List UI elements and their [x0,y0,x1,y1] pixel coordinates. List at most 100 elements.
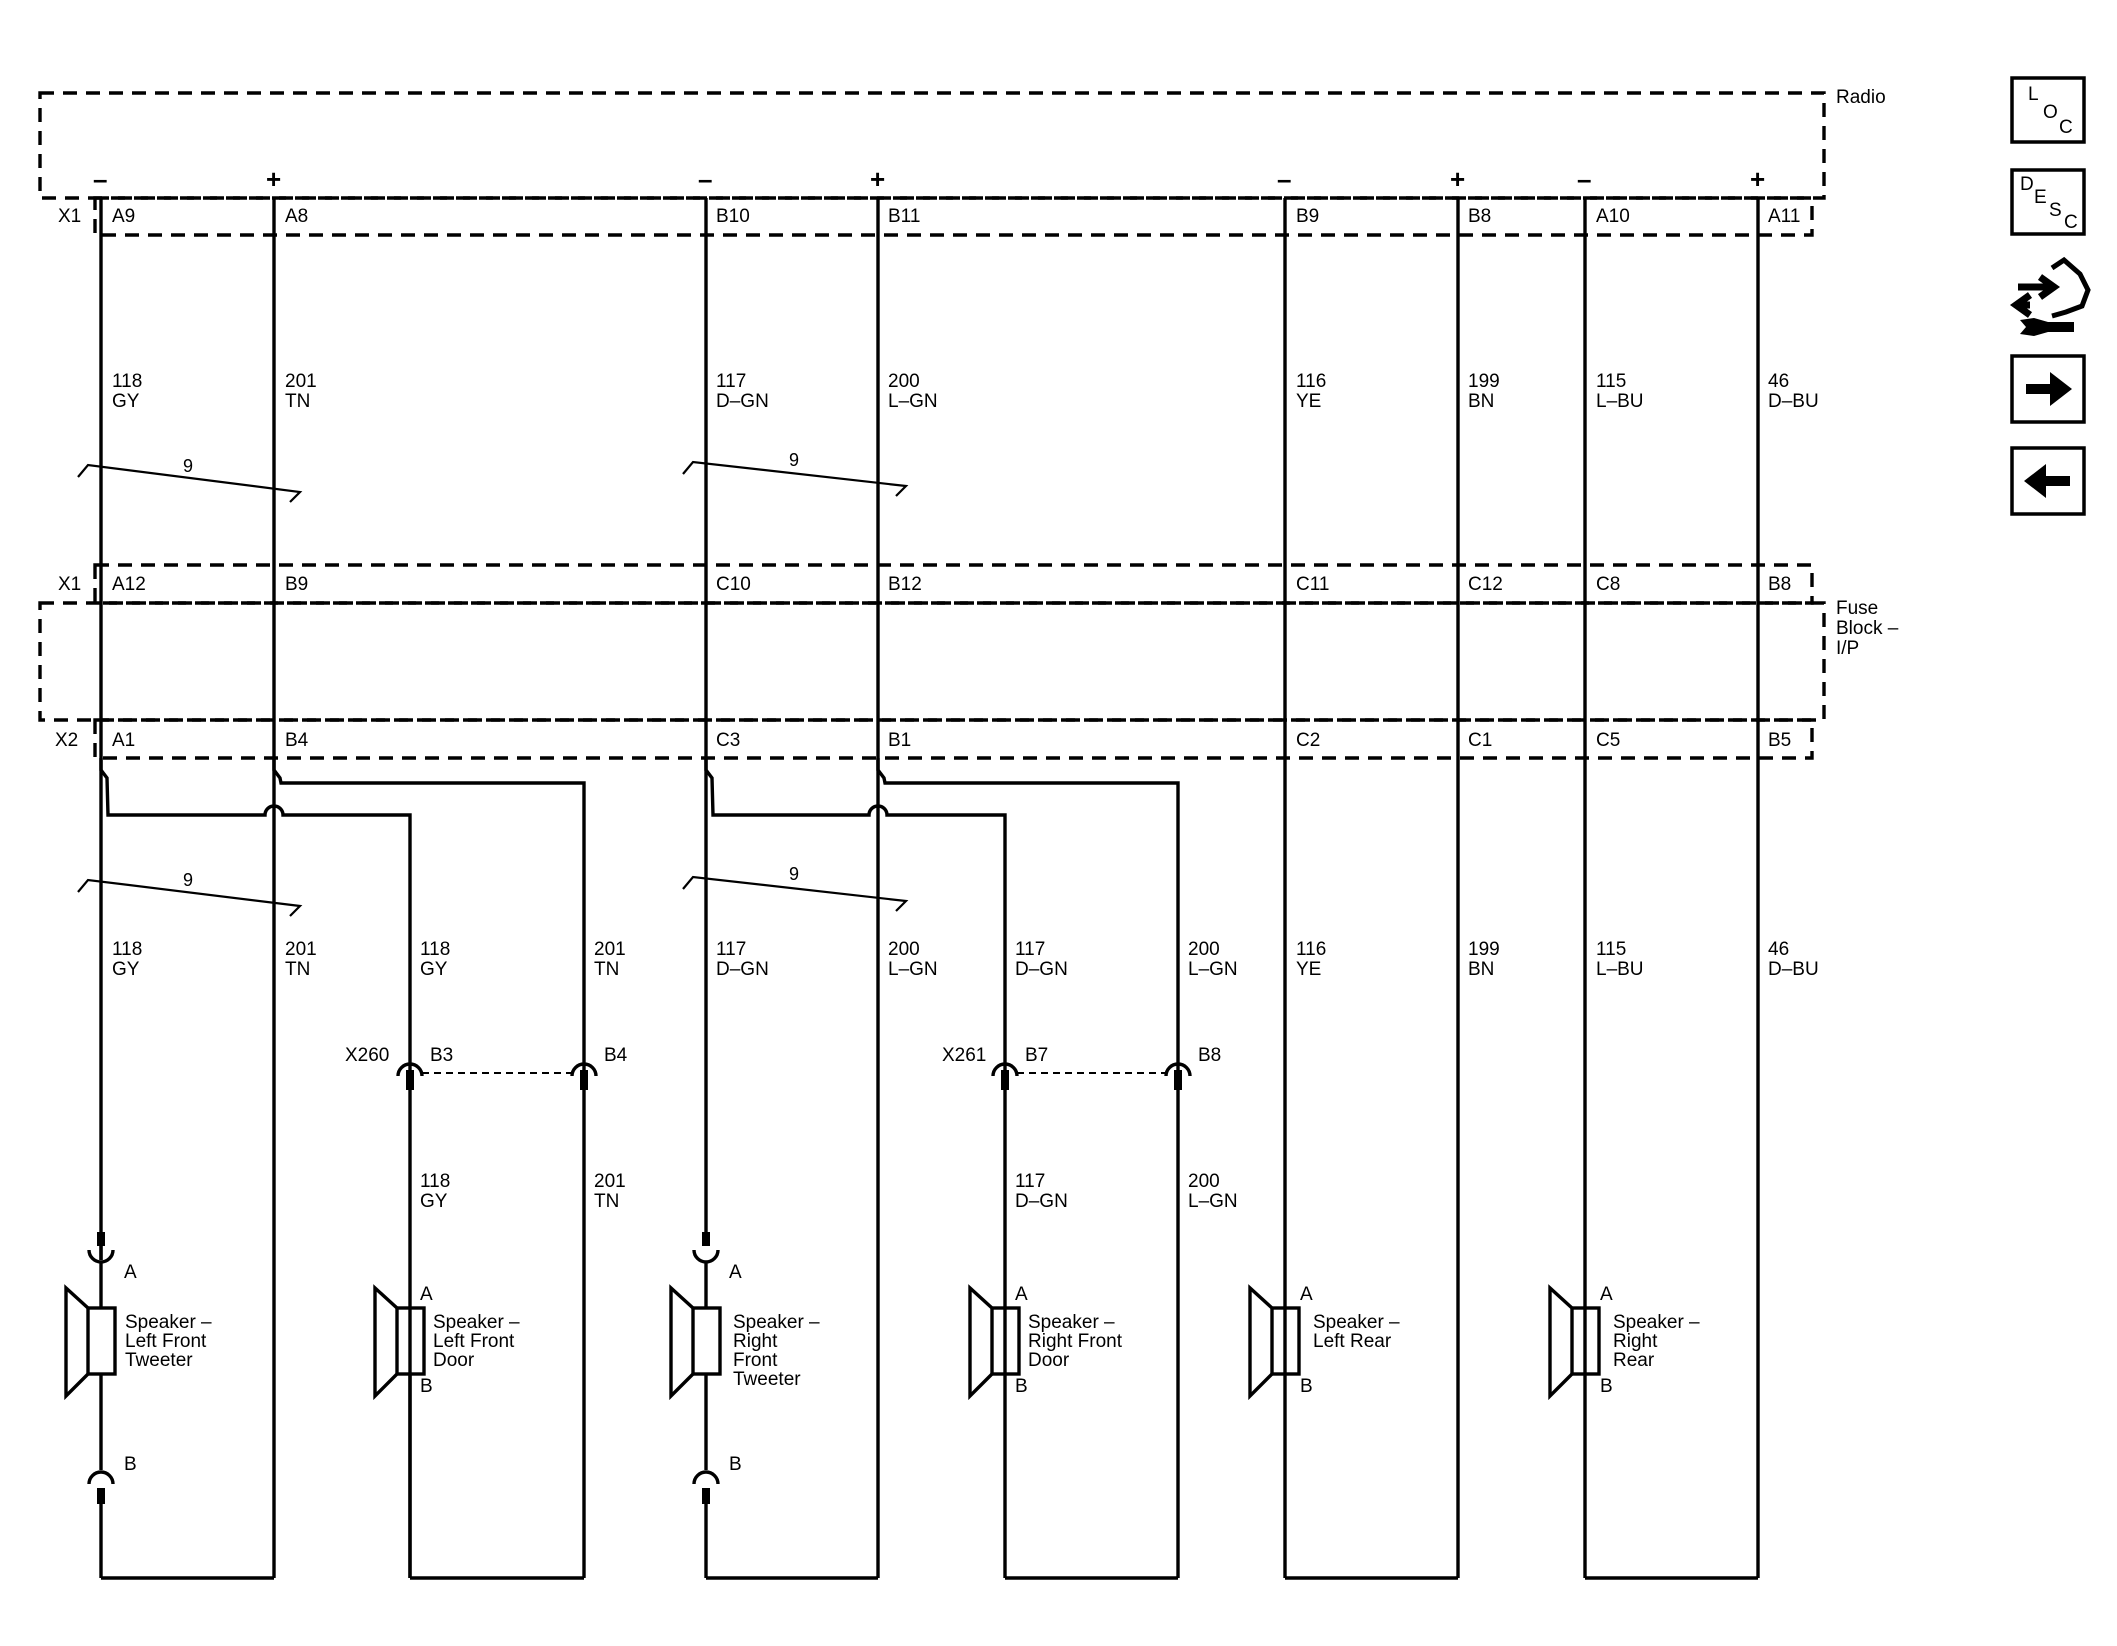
wire-color: YE [1296,959,1321,980]
fuse-x2-pin-label: C3 [716,730,740,751]
desc-button[interactable]: D E S C [2010,168,2086,236]
speaker-name-line: Left Front [433,1331,515,1352]
twist-count-label: 9 [789,864,799,884]
wire-color: GY [112,391,140,412]
loc-letter: L [2028,84,2039,105]
twist-count-label: 9 [183,456,193,476]
speaker-terminal-a: A [1015,1284,1028,1305]
wire-circuit-number: 116 [1296,371,1326,392]
loc-letter: C [2059,117,2073,138]
speaker-name-line: Right [733,1331,778,1352]
speaker-name-line: Speaker – [733,1312,820,1333]
x260-pin-label: B3 [430,1045,453,1066]
wire-circuit-number: 200 [1188,939,1220,960]
next-button[interactable] [2010,354,2086,424]
wire-circuit-number: 201 [594,1171,626,1192]
connector-terminal-icon [87,1470,115,1485]
wire-color: TN [594,1191,619,1212]
speaker-cone-icon [373,1284,399,1401]
speaker-terminal-b: B [729,1454,742,1475]
fuse-x1-pin-label: C11 [1296,574,1329,595]
wire-circuit-number: 46 [1768,371,1789,392]
polarity-marks: – + – + – + – + [93,164,1765,194]
speaker-terminal-b: B [1300,1376,1313,1397]
speaker-name-line: Tweeter [125,1350,193,1371]
connector-terminal-icon [692,1470,720,1485]
twisted-pair-markers-upper: 9 9 [77,450,909,503]
radio-label: Radio [1836,87,1886,108]
radio-module: Radio X1 [38,87,1886,237]
loc-button[interactable]: L O C [2010,76,2086,144]
speaker-name-line: Door [1028,1350,1070,1371]
fuse-x2-pin-label: A1 [112,730,135,751]
speaker-cone-icon [1548,1284,1574,1401]
wire-color: D–GN [1015,1191,1068,1212]
wire-circuit-number: 201 [285,939,317,960]
radio-pin-labels: A9 A8 B10 B11 B9 B8 A10 A11 [112,206,1800,227]
x260-pin-label: B4 [604,1045,628,1066]
wire-color: GY [420,1191,448,1212]
polarity-mark: – [1577,164,1591,194]
wire-color: D–BU [1768,959,1819,980]
speaker-name-line: Speaker – [1313,1312,1400,1333]
speaker-terminal-a: A [420,1284,433,1305]
desc-letter: S [2049,200,2062,221]
wire-circuit-number: 115 [1596,371,1626,392]
speaker-terminal-b: B [1015,1376,1028,1397]
wire-color: TN [285,959,310,980]
wire-circuit-number: 117 [716,939,746,960]
fuse-x1-pin-labels: A12 B9 C10 B12 C11 C12 C8 B8 [112,574,1791,595]
speaker-icon [691,1306,722,1376]
wire-circuit-number: 46 [1768,939,1789,960]
fuse-x1-pin-label: C12 [1468,574,1503,595]
wire-circuit-number: 201 [285,371,317,392]
speaker-name-line: Speaker – [433,1312,520,1333]
wire-circuit-number: 117 [1015,939,1045,960]
twist-count-label: 9 [183,870,193,890]
radio-pin-label: B11 [888,206,920,227]
loc-letter: O [2043,102,2058,123]
speaker-right-rear: A B Speaker – Right Rear [1548,1284,1700,1401]
fuse-x2-pin-label: B4 [285,730,309,751]
polarity-mark: – [93,164,107,194]
x261-connector-label: X261 [942,1045,986,1066]
connector-pin-icon [97,1232,105,1246]
speaker-cone-icon [64,1284,90,1401]
connector-pin-icon [702,1232,710,1246]
speaker-terminal-a: A [1300,1284,1313,1305]
speaker-name-line: Door [433,1350,475,1371]
speaker-name-line: Speaker – [1613,1312,1700,1333]
wire-circuit-number: 200 [888,371,920,392]
x261-pin-label: B8 [1198,1045,1221,1066]
wire-color: D–GN [1015,959,1068,980]
connector-tool-button[interactable] [2009,256,2091,336]
connector-pin-icon [580,1070,588,1090]
x261-pin-label: B7 [1025,1045,1048,1066]
polarity-mark: – [1277,164,1291,194]
wire-circuit-number: 118 [420,939,450,960]
fuse-x1-pin-label: B9 [285,574,308,595]
connector-pin-icon [1001,1070,1009,1090]
radio-pin-label: A11 [1768,206,1800,227]
wire-color: L–GN [1188,959,1238,980]
speaker-name-line: Left Front [125,1331,207,1352]
twisted-pair-markers-lower: 9 9 [77,864,909,917]
back-button[interactable] [2010,446,2086,516]
radio-pin-label: A8 [285,206,308,227]
wire-color: L–GN [888,391,938,412]
desc-icon [2010,168,2086,236]
wire-circuit-number: 200 [888,939,920,960]
speaker-name-line: Right Front [1028,1331,1123,1352]
radio-pin-label: B9 [1296,206,1319,227]
main-wires [99,198,1760,1578]
wire-circuit-number: 118 [112,939,142,960]
wire-color: BN [1468,959,1494,980]
speaker-return-loops [101,1374,1758,1580]
speaker-left-front-tweeter: A B Speaker – Left Front Tweeter [64,1232,212,1578]
fuse-x1-connector-label: X1 [58,574,81,595]
lower-wire-labels: 118 GY 201 TN 118 GY 201 TN 117 D–GN 200… [112,939,1819,980]
wire-circuit-number: 201 [594,939,626,960]
fuse-x1-pin-label: B8 [1768,574,1791,595]
wire-circuit-number: 199 [1468,939,1500,960]
